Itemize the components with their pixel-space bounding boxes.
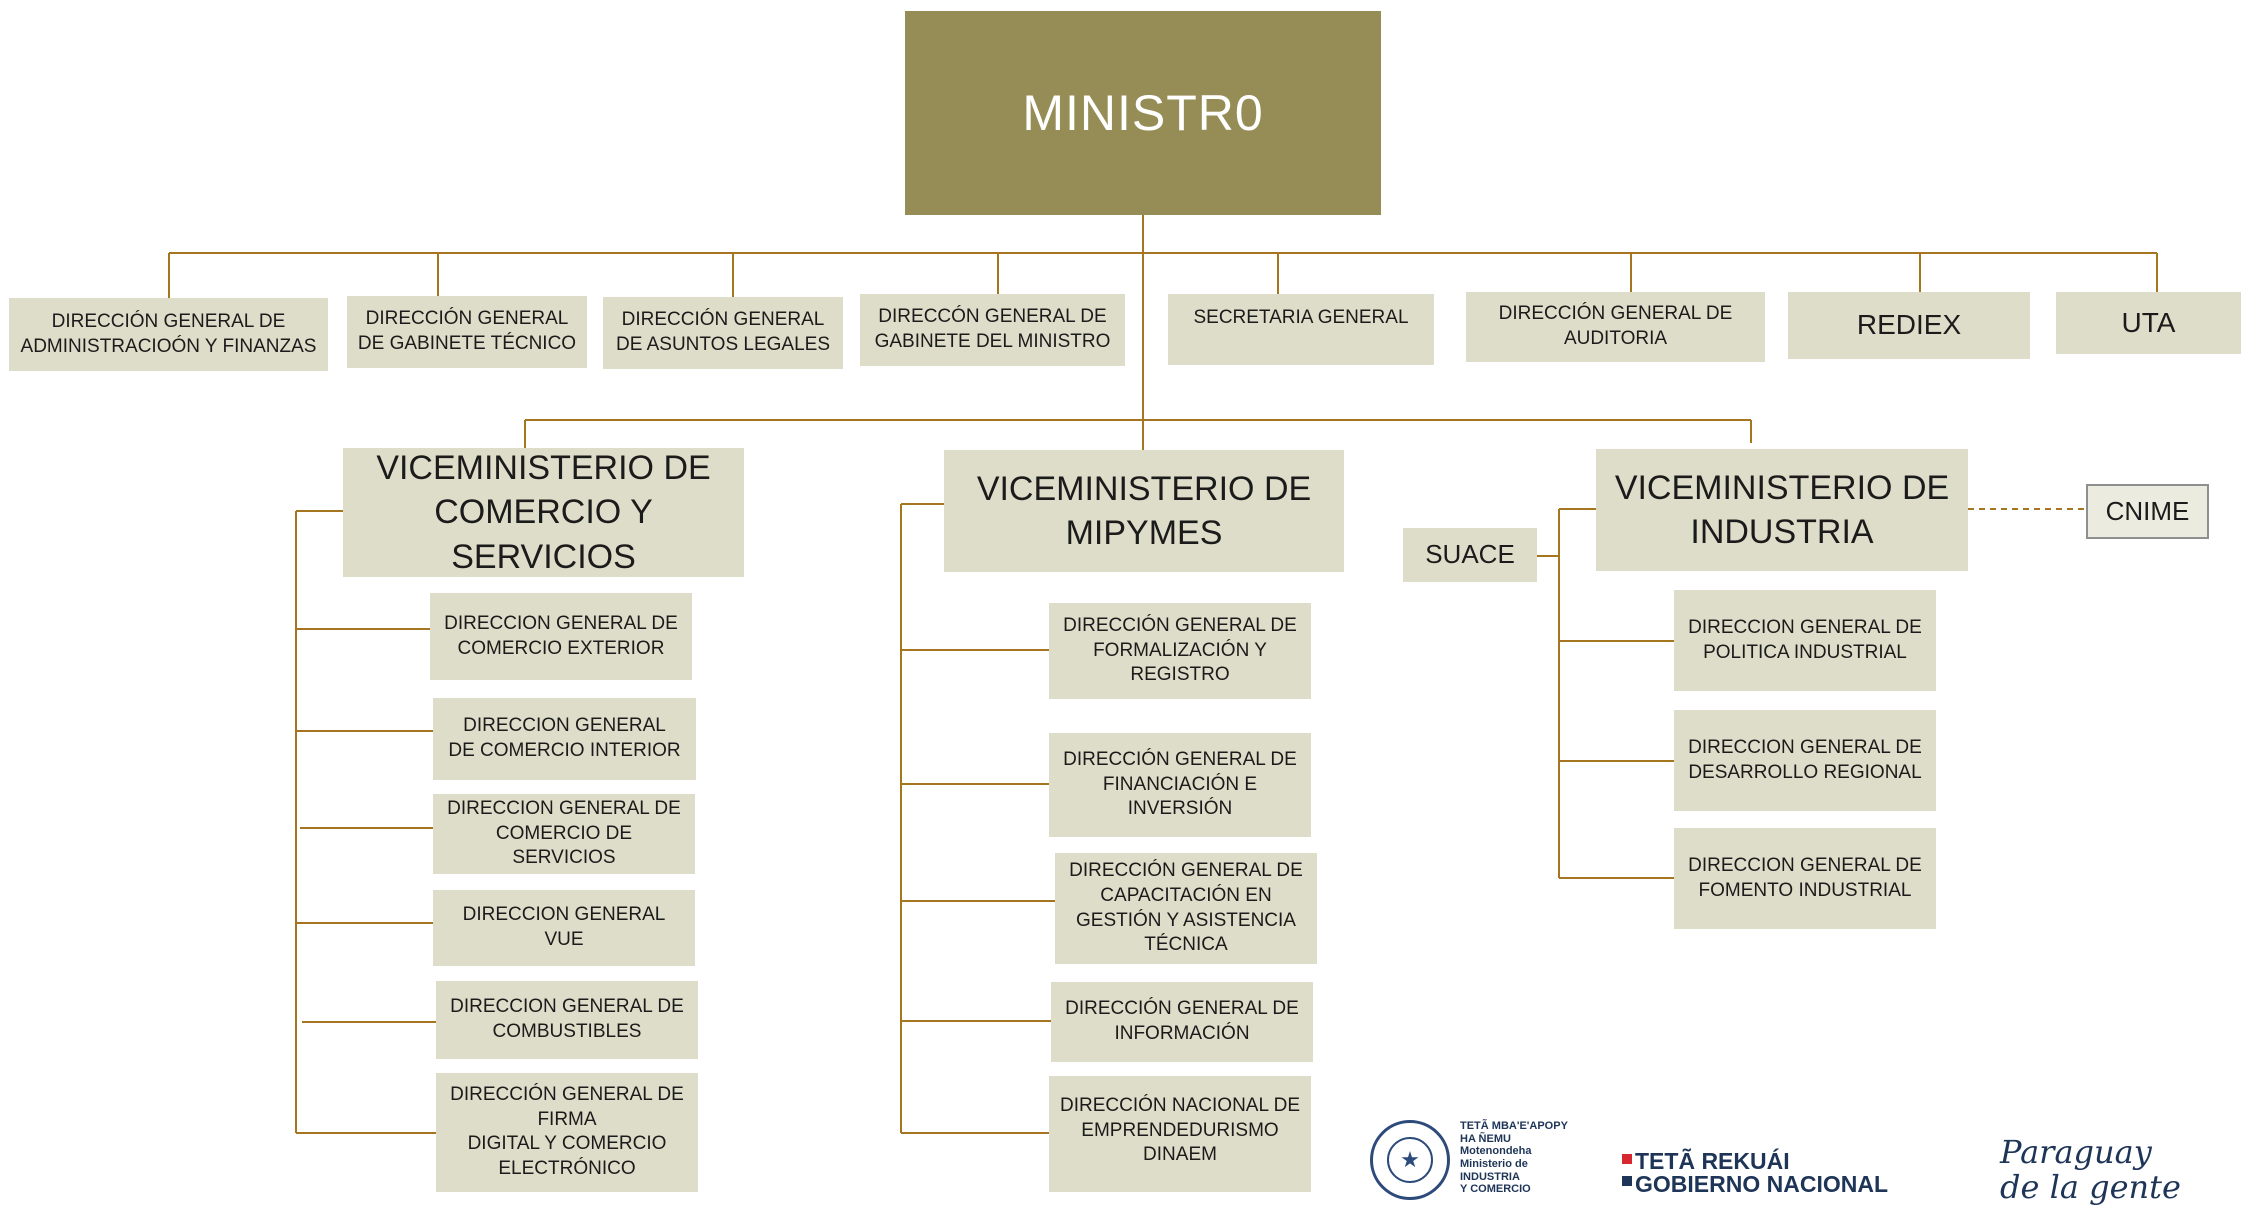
unit-combustibles: DIRECCION GENERAL DE COMBUSTIBLES: [436, 981, 698, 1059]
suace-box: SUACE: [1403, 528, 1537, 582]
ministry-logo-text: TETÃ MBA'E'APOPY HA ÑEMU Motenondeha Min…: [1460, 1120, 1568, 1196]
vice-mipymes: VICEMINISTERIO DE MIPYMES: [944, 450, 1344, 572]
unit-financiacion: DIRECCIÓN GENERAL DE FINANCIACIÓN E INVE…: [1049, 733, 1311, 837]
gov-red-square-icon: [1622, 1154, 1632, 1164]
unit-desarrollo-regional: DIRECCION GENERAL DE DESARROLLO REGIONAL: [1674, 710, 1936, 811]
vice-industria: VICEMINISTERIO DE INDUSTRIA: [1596, 449, 1968, 571]
unit-rediex: REDIEX: [1788, 292, 2030, 359]
unit-capacitacion: DIRECCIÓN GENERAL DE CAPACITACIÓN EN GES…: [1055, 853, 1317, 964]
unit-comercio-exterior: DIRECCION GENERAL DE COMERCIO EXTERIOR: [430, 593, 692, 680]
unit-politica-industrial: DIRECCION GENERAL DE POLITICA INDUSTRIAL: [1674, 590, 1936, 691]
unit-fomento-industrial: DIRECCION GENERAL DE FOMENTO INDUSTRIAL: [1674, 828, 1936, 929]
cnime-box: CNIME: [2086, 484, 2209, 539]
gov-blue-square-icon: [1622, 1176, 1632, 1186]
national-seal-icon: ★: [1370, 1120, 1450, 1200]
government-logo-text: TETÃ REKUÁI GOBIERNO NACIONAL: [1635, 1148, 1888, 1197]
unit-gabinete-ministro: DIRECCÓN GENERAL DE GABINETE DEL MINISTR…: [860, 294, 1125, 366]
minister-box: MINISTR0: [905, 11, 1381, 215]
unit-secretaria-general: SECRETARIA GENERAL: [1168, 294, 1434, 365]
unit-formalizacion: DIRECCIÓN GENERAL DE FORMALIZACIÓN Y REG…: [1049, 603, 1311, 699]
vice-comercio-servicios: VICEMINISTERIO DE COMERCIO Y SERVICIOS: [343, 448, 744, 577]
unit-admin-finanzas: DIRECCIÓN GENERAL DE ADMINISTRACIOÓN Y F…: [9, 298, 328, 371]
unit-comercio-interior: DIRECCION GENERAL DE COMERCIO INTERIOR: [433, 698, 696, 780]
unit-comercio-servicios: DIRECCION GENERAL DE COMERCIO DE SERVICI…: [433, 794, 695, 874]
unit-emprendedurismo: DIRECCIÓN NACIONAL DE EMPRENDEDURISMO DI…: [1049, 1076, 1311, 1192]
unit-vue: DIRECCION GENERAL VUE: [433, 890, 695, 966]
unit-uta: UTA: [2056, 292, 2241, 354]
unit-auditoria: DIRECCIÓN GENERAL DE AUDITORIA: [1466, 292, 1765, 362]
slogan-logo: Paraguay de la gente: [2000, 1133, 2181, 1206]
unit-asuntos-legales: DIRECCIÓN GENERAL DE ASUNTOS LEGALES: [603, 297, 843, 369]
unit-firma-digital: DIRECCIÓN GENERAL DE FIRMA DIGITAL Y COM…: [436, 1073, 698, 1192]
unit-gabinete-tecnico: DIRECCIÓN GENERAL DE GABINETE TÉCNICO: [347, 296, 587, 368]
footer-logos: ★ TETÃ MBA'E'APOPY HA ÑEMU Motenondeha M…: [1360, 1110, 2241, 1205]
unit-informacion: DIRECCIÓN GENERAL DE INFORMACIÓN: [1051, 982, 1313, 1062]
